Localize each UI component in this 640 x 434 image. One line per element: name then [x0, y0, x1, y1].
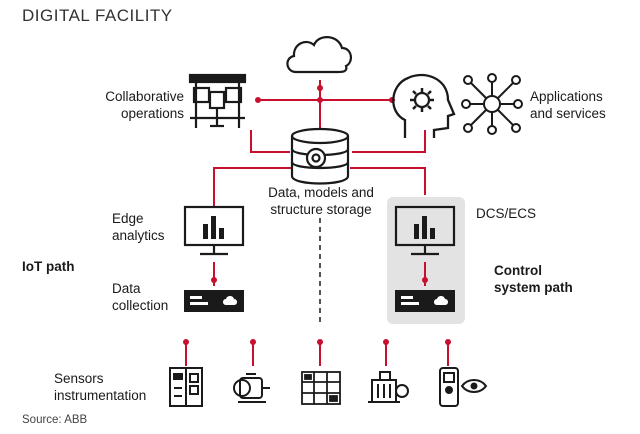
data-collection-line-2: collection [112, 298, 169, 313]
diagram-title: DIGITAL FACILITY [22, 6, 173, 25]
sensors-label: Sensors instrumentation [54, 370, 146, 404]
edge-label: Edge analytics [112, 210, 165, 244]
iot-path-label: IoT path [22, 259, 75, 274]
storage-line-1: Data, models and [268, 185, 374, 200]
cloud-icon [286, 36, 352, 74]
head-gear-icon [392, 73, 456, 138]
collaborative-line-1: Collaborative [105, 89, 184, 104]
applications-line-1: Applications [530, 89, 603, 104]
cabinet-icon [169, 367, 203, 407]
network-nodes-icon [461, 73, 523, 135]
connector-dots [183, 85, 451, 345]
pump-icon [368, 371, 409, 403]
sensors-line-1: Sensors [54, 371, 104, 386]
sensors-line-2: instrumentation [54, 388, 147, 403]
meeting-table-icon [188, 73, 247, 128]
edge-line-2: analytics [112, 228, 165, 243]
storage-line-2: structure storage [270, 202, 372, 217]
collaborative-label: Collaborative operations [84, 88, 184, 122]
storage-label: Data, models and structure storage [256, 184, 386, 218]
dcs-label: DCS/ECS [476, 206, 537, 221]
source-note: Source: ABB [22, 414, 88, 426]
data-collection-label: Data collection [112, 280, 168, 314]
applications-label: Applications and services [530, 88, 606, 122]
panel-icon [301, 371, 341, 405]
monitor-chart-icon [183, 205, 245, 256]
applications-line-2: and services [530, 106, 606, 121]
database-gear-icon [290, 127, 350, 185]
collaborative-line-2: operations [120, 106, 184, 121]
data-collection-line-1: Data [112, 281, 141, 296]
edge-line-1: Edge [112, 211, 144, 226]
handheld-meter-icon [439, 367, 488, 407]
dcs-controller-box-icon [395, 290, 455, 312]
controller-box-icon [184, 290, 244, 312]
dcs-monitor-icon [394, 205, 456, 256]
control-path-label: Control system path [494, 262, 573, 296]
control-path-line-1: Control [494, 263, 542, 278]
motor-icon [233, 373, 270, 403]
control-path-line-2: system path [494, 280, 573, 295]
